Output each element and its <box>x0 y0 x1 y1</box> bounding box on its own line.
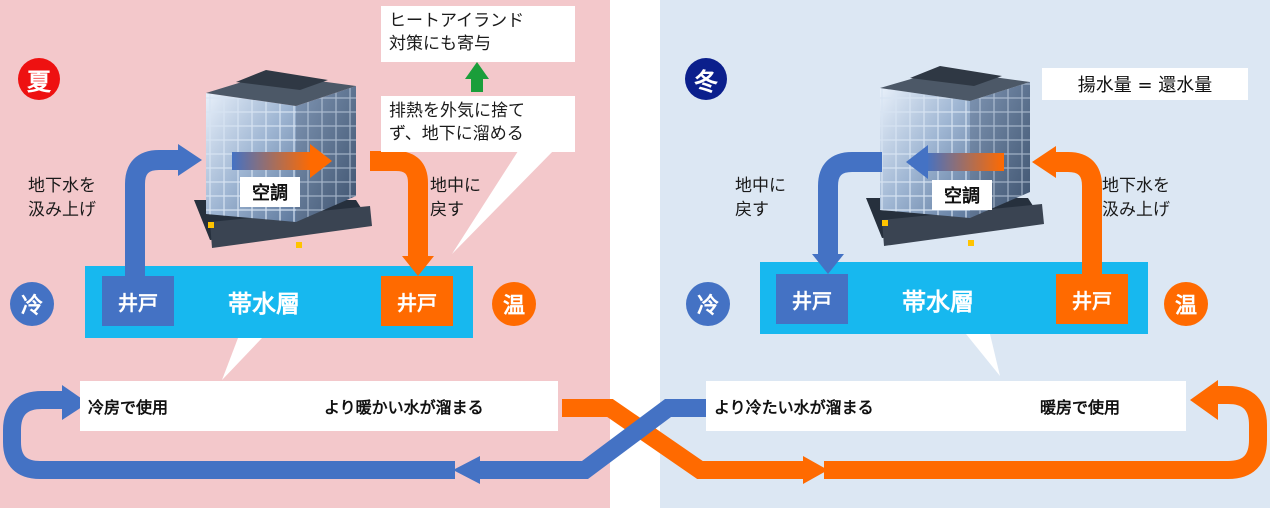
loop-orange-left-arrowhead <box>1190 380 1218 420</box>
summer-aircon-label: 空調 <box>240 177 300 207</box>
winter-aircon-flow-head <box>906 145 928 179</box>
winter-aquifer-label: 帯水層 <box>902 288 974 316</box>
winter-pipe-up <box>1056 152 1102 282</box>
summer-flow-use: 冷房で使用 <box>88 398 169 417</box>
summer-flow-box: 冷房で使用 より暖かい水が溜まる <box>80 381 558 431</box>
summer-pipe-down <box>370 151 428 258</box>
loop-orange-right-curve <box>1164 386 1267 479</box>
winter-badge: 冬 <box>685 58 727 100</box>
loop-blue-crossing <box>478 399 708 479</box>
summer-aquifer-label: 帯水層 <box>228 290 300 318</box>
winter-return-label: 地中に 戻す <box>735 176 786 220</box>
winter-aquifer-tail <box>966 334 1000 376</box>
summer-well-left: 井戸 <box>102 276 174 326</box>
winter-flow-box: より冷たい水が溜まる 暖房で使用 <box>706 381 1186 431</box>
winter-well-left: 井戸 <box>776 274 848 324</box>
summer-pump-label: 地下水を 汲み上げ <box>28 176 96 220</box>
loop-blue-right-arrowhead <box>62 385 88 420</box>
loop-blue-bottom <box>105 461 455 479</box>
summer-panel <box>0 0 610 508</box>
heat-island-note: ヒートアイランド 対策にも寄与 <box>381 6 575 62</box>
summer-warm-marker: 温 <box>492 282 536 326</box>
green-arrow-head <box>465 62 489 79</box>
winter-pipe-down-head <box>812 254 844 274</box>
winter-flow-result: より冷たい水が溜まる <box>714 398 874 417</box>
loop-blue-left-curve <box>3 391 107 479</box>
balance-note: 揚水量 = 還水量 <box>1042 68 1248 100</box>
summer-building <box>194 70 372 248</box>
winter-pump-label: 地下水を 汲み上げ <box>1102 176 1170 220</box>
summer-cold-marker: 冷 <box>10 282 54 326</box>
summer-flow-result: より暖かい水が溜まる <box>324 398 484 417</box>
winter-pipe-down <box>818 152 882 256</box>
winter-aircon-flow <box>926 153 1004 171</box>
summer-aircon-flow <box>232 152 312 170</box>
loop-orange-arrowhead <box>803 456 828 484</box>
summer-pipe-up <box>125 150 180 282</box>
exhaust-note: 排熱を外気に捨て ず、地下に溜める <box>381 96 575 152</box>
summer-badge: 夏 <box>18 58 60 100</box>
winter-pipe-up-head <box>1032 146 1056 178</box>
winter-well-right: 井戸 <box>1056 274 1128 324</box>
winter-aircon-label: 空調 <box>932 180 992 210</box>
winter-flow-use: 暖房で使用 <box>1040 398 1121 417</box>
green-arrow-shaft <box>471 78 483 92</box>
loop-orange-bottom <box>824 461 1166 479</box>
summer-well-right: 井戸 <box>381 276 453 326</box>
winter-warm-marker: 温 <box>1164 282 1208 326</box>
summer-pipe-up-head <box>178 144 202 176</box>
summer-return-label: 地中に 戻す <box>430 176 481 220</box>
exhaust-callout-tail <box>452 148 556 254</box>
winter-cold-marker: 冷 <box>686 282 730 326</box>
summer-pipe-down-head <box>402 256 434 276</box>
loop-blue-arrowhead <box>453 456 480 484</box>
loop-orange-crossing <box>562 399 805 479</box>
summer-aircon-flow-head <box>310 144 332 178</box>
summer-aquifer-tail <box>222 338 262 380</box>
